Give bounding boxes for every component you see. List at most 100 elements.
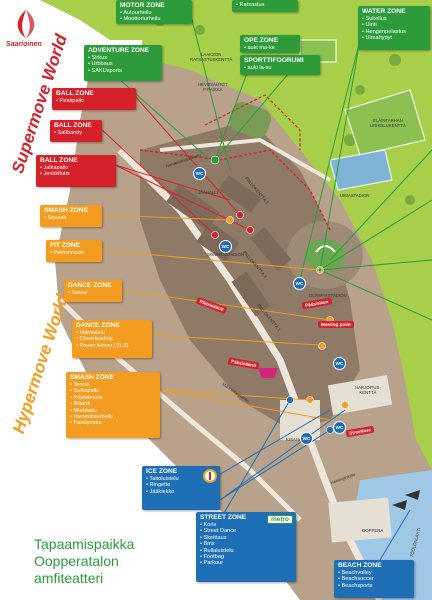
zone-item: • Street Dance — [200, 528, 237, 535]
jaahalli-label: JÄÄHALLI — [198, 190, 218, 195]
zone-title: FIT ZONE — [50, 242, 81, 249]
olympiastadion-label: OLYMPIASTADION — [309, 293, 347, 298]
dance-zone-voimistelu-box[interactable]: DANCE ZONE • Voimistelu • Cheerleading •… — [72, 320, 152, 358]
zone-item: • Jääkiekko — [146, 488, 175, 495]
zone-item: • Parkour — [200, 560, 224, 567]
zone-item: • Sulkapallo — [70, 388, 100, 395]
zone-item: • Power Mover (31.5) — [76, 342, 129, 349]
zone-item: • Beachsports — [338, 582, 373, 589]
zone-item: • Skeittaus — [200, 534, 227, 541]
ope-zone-box[interactable]: OPE ZONE • auki ma-ke — [240, 35, 300, 53]
wc-icon: WC — [193, 167, 206, 180]
zone-item: • Moottoriurheilu — [120, 16, 161, 23]
ball-zone-pesapallo-box[interactable]: BALL ZONE • Pesäpallo — [52, 88, 136, 110]
ball-zone-jalkapallo-box[interactable]: BALL ZONE • Jalkapallo • Jenkkifutis — [36, 155, 116, 187]
sonerastadion-label: SONERASTADION — [207, 252, 244, 257]
zone-title: BEACH ZONE — [338, 562, 382, 569]
laakson-label: LAAKSON RATSASTUSKENTTÄ — [190, 52, 233, 62]
logo-mark-icon — [17, 10, 35, 38]
zone-item: • Miekkailu — [70, 407, 97, 414]
zone-item: • auki la-su — [244, 65, 272, 71]
zone-item: • Rullaluistelu — [200, 547, 234, 554]
hevosautot-label: HEVOSAUTOT P-PAIKKA — [198, 82, 228, 92]
zone-item: • Hengenpelastus — [362, 28, 406, 35]
zone-item: • Ratsastus — [236, 2, 265, 8]
zone-item: • Squash — [44, 215, 67, 221]
smash-zone-squash-box[interactable]: SMASH ZONE • Squash — [40, 205, 102, 227]
wc-icon: WC — [333, 357, 346, 370]
zone-title: OPE ZONE — [244, 37, 279, 44]
zone-item: • Ringette — [146, 482, 171, 489]
zone-item: • Beachsoccer — [338, 576, 374, 583]
zone-title: SPORTTIFOORUMI — [244, 57, 304, 64]
zone-item: • Tennis — [70, 382, 90, 388]
zone-title: ADVENTURE ZONE — [88, 47, 150, 54]
zone-item: • Pöytätennis — [70, 394, 103, 401]
uimastadion-label: UIMASTADION — [340, 193, 370, 198]
sporttifoorumi-box[interactable]: SPORTTIFOORUMI • auki la-su — [240, 55, 320, 75]
beach-zone-box[interactable]: BEACH ZONE • Beachvolley • Beachsoccer •… — [334, 560, 414, 598]
zone-item: • Sukellus — [362, 16, 387, 22]
metro-badge: metro — [266, 515, 293, 524]
zone-item: • Uimahypyt — [362, 35, 392, 42]
fit-zone-box[interactable]: FIT ZONE • Painonnosto — [46, 240, 102, 262]
zone-item: • Vammaisurheilu — [70, 414, 114, 421]
zone-item: • Autourheilu — [120, 10, 152, 16]
zone-item: • Painonnosto — [50, 250, 85, 256]
wc-icon: WC — [293, 277, 306, 290]
zone-title: DANCE ZONE — [76, 322, 120, 329]
zone-item: • Voimistelu — [76, 330, 106, 336]
meeting-place-note: Tapaamispaikka Oopperatalon amfiteatteri — [34, 536, 134, 587]
zone-item: • Beachvolley — [338, 570, 372, 576]
smash-zone-tennis-box[interactable]: SMASH ZONE • Tennis • Sulkapallo • Pöytä… — [66, 372, 160, 438]
zone-item: • Koris — [200, 522, 217, 528]
meeting-note-line: Tapaamispaikka — [34, 536, 135, 552]
wc-icon: WC — [333, 421, 346, 434]
zone-item: • Pesäpallo — [56, 98, 85, 104]
meeting-point-tag: Meeting point — [318, 321, 354, 328]
zone-item: • Paralympia — [70, 420, 102, 427]
ice-zone-box[interactable]: ICE ZONE • Taitoluistelu • Ringette • Jä… — [142, 466, 220, 510]
zone-item: • Taitoluistelu — [146, 476, 179, 482]
zone-title: ICE ZONE — [146, 468, 178, 475]
zone-item: • SAKUsports — [88, 67, 122, 74]
ball-zone-salibandy-box[interactable]: BALL ZONE • Salibandy — [50, 120, 102, 142]
zone-title: BALL ZONE — [40, 157, 78, 164]
zone-title: BALL ZONE — [56, 90, 94, 97]
zone-item: • Sirkus — [88, 55, 108, 61]
zone-item: • Footbag — [200, 554, 225, 561]
zone-item: • Urbbaus — [88, 61, 113, 68]
motor-zone-box[interactable]: MOTOR ZONE • Autourheilu • Moottoriurhei… — [116, 0, 192, 24]
ratsastus-zone-box[interactable]: • Ratsastus — [232, 0, 298, 12]
street-zone-box[interactable]: STREET ZONE metro • Koris • Street Dance… — [196, 512, 296, 582]
zone-title: BALL ZONE — [54, 122, 92, 129]
zone-item: • Biljardi — [70, 401, 91, 408]
zone-item: • Cheerleading — [76, 336, 113, 343]
kisahalli-label: KISAHALLI — [286, 437, 308, 442]
ice-zone-icon — [203, 469, 217, 483]
logo-text: Saarioinen — [6, 41, 42, 48]
zone-title: STREET ZONE — [200, 514, 247, 521]
zone-title: SMASH ZONE — [44, 207, 88, 214]
zone-item: • Uinti — [362, 22, 377, 29]
zone-item: • Salibandy — [54, 130, 83, 136]
elaintarhan-label: ELÄINTARHAN URHEILUKENTTÄ — [370, 118, 406, 128]
zone-title: WATER ZONE — [362, 8, 406, 15]
zone-item: • Jalkapallo — [40, 165, 69, 171]
zone-title: MOTOR ZONE — [120, 2, 165, 9]
saarioinen-logo: Saarioinen — [6, 8, 46, 48]
zone-item: • Jenkkifutis — [40, 171, 70, 178]
adventure-zone-box[interactable]: ADVENTURE ZONE • Sirkus • Urbbaus • SAKU… — [84, 45, 162, 81]
wc-icon: WC — [219, 240, 232, 253]
dance-zone-tanssi-box[interactable]: DANCE ZONE • Tanssi — [64, 280, 122, 302]
ooppera-label: OOPPERA — [362, 528, 384, 533]
meeting-note-line: amfiteatteri — [34, 570, 104, 586]
meeting-note-line: Oopperatalon — [34, 553, 119, 569]
water-zone-box[interactable]: WATER ZONE • Sukellus • Uinti • Hengenpe… — [358, 6, 430, 50]
zone-title: DANCE ZONE — [68, 282, 112, 289]
wc-icon: WC — [300, 432, 313, 445]
zone-item: • Bmx — [200, 541, 215, 548]
zone-title: SMASH ZONE — [70, 374, 114, 381]
zone-item: • Tanssi — [68, 290, 88, 296]
harjoituskentta-label: HARJOITUS- KENTTÄ — [355, 385, 381, 395]
